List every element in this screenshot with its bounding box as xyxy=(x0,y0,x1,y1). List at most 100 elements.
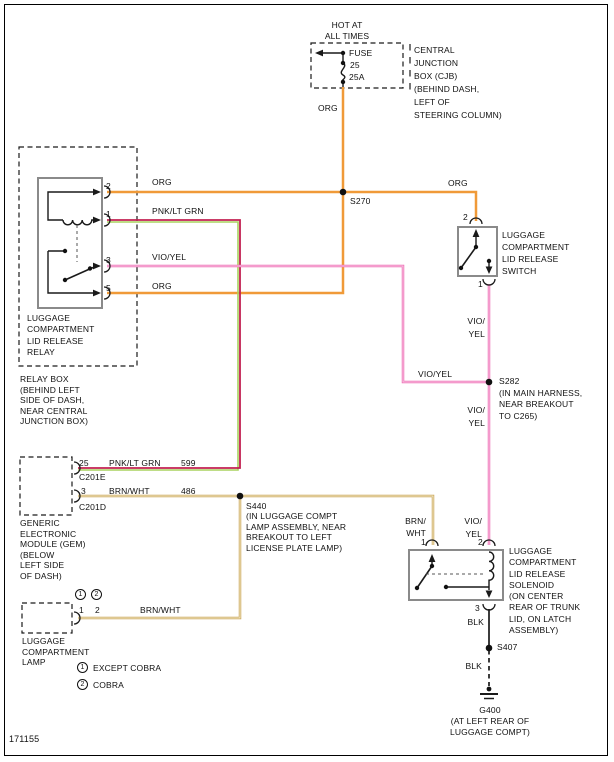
solid-boxes xyxy=(37,177,504,601)
relay-dashed-box xyxy=(18,146,138,367)
splice-s407-label: S407 xyxy=(497,642,518,652)
wire-blk-upper-label: BLK xyxy=(467,617,484,627)
connector-arcs xyxy=(73,185,496,625)
wire-vio-yel-horizontal-label: VIO/YEL xyxy=(418,369,453,379)
org-feed-wire xyxy=(107,87,345,295)
gem-pin3-label: 3 xyxy=(81,486,86,496)
switch-internals xyxy=(460,237,490,269)
fuse-name-label: FUSE xyxy=(349,48,373,58)
solenoid-pin3-label: 3 xyxy=(475,603,480,613)
relay-pin2-label: 2 xyxy=(106,181,111,191)
relay-coil-feed xyxy=(47,191,93,221)
relay-pin2-arrow xyxy=(93,188,101,196)
lamp-wire-label: BRN/WHT xyxy=(140,605,181,615)
relay-pin1-connector xyxy=(103,213,111,227)
ground-g400-note: (AT LEFT REAR OF LUGGAGE COMPT) xyxy=(449,716,531,738)
relay-pin2-connector xyxy=(103,185,111,199)
solenoid-pin3-arrow xyxy=(485,590,493,598)
wire-org-relay5-label: ORG xyxy=(152,281,172,291)
lamp-connector xyxy=(73,611,81,625)
splice-s440-note: (IN LUGGAGE COMPT LAMP ASSEMBLY, NEAR BR… xyxy=(246,511,347,553)
legend-2-text: COBRA xyxy=(93,680,124,690)
switch-pin2-label: 2 xyxy=(463,212,468,222)
hot-feed-arrow xyxy=(315,49,323,57)
gem-connector-c201e-label: C201E xyxy=(79,472,106,482)
splice-s270-label: S270 xyxy=(350,196,371,206)
relay-pin1-label: 1 xyxy=(106,209,111,219)
fuse-lower-dot xyxy=(340,79,346,85)
wire-vio-yel-stack-solenoid: VIO/ YEL xyxy=(464,516,482,539)
lamp-dashed-box xyxy=(21,602,73,634)
relay-pin5-line xyxy=(47,251,93,294)
solenoid-contact-dot-b xyxy=(414,585,420,591)
relay-internals xyxy=(47,191,94,294)
gem-dashed-box xyxy=(19,456,73,516)
wire-org-feed-label: ORG xyxy=(318,103,338,113)
switch-contact-dot-c xyxy=(486,258,492,264)
solenoid-pin1-arrow xyxy=(428,554,436,562)
switch-contact-dot-a xyxy=(473,244,479,250)
relay-contact-dot-b xyxy=(62,277,68,283)
relay-pin1-arrow xyxy=(93,216,101,224)
splice-s282-dot xyxy=(485,378,493,386)
solenoid-contact-dot-c xyxy=(443,584,449,590)
pin-arrows xyxy=(93,188,493,598)
lamp-footnote-1-circle: 1 xyxy=(75,589,86,600)
switch-pin1-label: 1 xyxy=(478,279,483,289)
legend-1-circle: 1 xyxy=(77,662,88,673)
solenoid-pin2-label: 2 xyxy=(478,537,483,547)
fuse-top-dot xyxy=(340,50,346,56)
splice-s440-dot xyxy=(236,492,244,500)
ltgrn-stripe xyxy=(78,221,239,471)
solenoid-contact-dot-a xyxy=(429,563,435,569)
brn-wht-wires xyxy=(78,494,435,620)
hot-at-all-times-label: HOT AT ALL TIMES xyxy=(324,20,370,41)
legend-1-text: EXCEPT COBRA xyxy=(93,663,162,673)
splice-s282-label: S282 xyxy=(499,376,520,386)
solenoid-pin2-connector xyxy=(482,539,496,547)
wire-pnk-ltgrn-label: PNK/LT GRN xyxy=(152,206,204,216)
wire-vio-yel-stack-below-s282: VIO/ YEL xyxy=(467,405,485,428)
solenoid-name-label: LUGGAGE COMPARTMENT LID RELEASE SOLENOID… xyxy=(509,546,581,636)
switch-pin1-arrow xyxy=(485,266,493,274)
solenoid-pin1-label: 1 xyxy=(421,537,426,547)
switch-blade xyxy=(460,246,477,269)
fuse-rating-label: 25A xyxy=(349,72,365,82)
switch-contact-dot-b xyxy=(458,265,464,271)
relay-coil xyxy=(62,219,93,226)
switch-pin1-connector xyxy=(482,278,496,286)
wht-stripe-b xyxy=(78,496,241,619)
lamp-name-label: LUGGAGE COMPARTMENT LAMP xyxy=(22,636,90,667)
solenoid-lampswitch-blade xyxy=(416,565,433,589)
relay-contact-dot-c xyxy=(87,266,93,271)
yel-relay-stripe xyxy=(107,265,486,383)
wire-org-label: ORG xyxy=(152,177,172,187)
gem-circuit599-label: 599 xyxy=(181,458,196,468)
wire-vio-yel-label: VIO/YEL xyxy=(152,252,187,262)
org-relay-switch-wire xyxy=(107,190,478,221)
solenoid-body-box xyxy=(408,549,504,601)
brn-lamp-branch-wire xyxy=(78,496,242,620)
splice-s440-label: S440 xyxy=(246,501,267,511)
solenoid-pin3-connector xyxy=(482,603,496,611)
legend-2-circle: 2 xyxy=(77,679,88,690)
lamp-pin2-label: 2 xyxy=(95,605,100,615)
org-wires xyxy=(107,87,478,295)
ground-dot xyxy=(486,686,492,692)
solenoid-pin1-connector xyxy=(425,539,439,547)
gem-pin25-connector xyxy=(73,461,81,475)
lamp-footnote-2-circle: 2 xyxy=(91,589,102,600)
relay-pin5-label: 5 xyxy=(106,283,111,293)
relay-pin3-arrow xyxy=(93,262,101,270)
diagram-number: 171155 xyxy=(9,734,40,744)
lamp-pin1-label: 1 xyxy=(79,605,84,615)
gem-circuit486-label: 486 xyxy=(181,486,196,496)
wire-vio-yel-stack-above-s282: VIO/ YEL xyxy=(467,316,485,339)
relay-pin5-arrow xyxy=(93,289,101,297)
relay-pin3-label: 3 xyxy=(106,255,111,265)
splice-s282-note: (IN MAIN HARNESS, NEAR BREAKOUT TO C265) xyxy=(499,388,583,421)
pnk-ltgrn-wire xyxy=(78,219,241,471)
splice-s407-dot xyxy=(485,644,493,652)
relay-body-box xyxy=(37,177,103,309)
